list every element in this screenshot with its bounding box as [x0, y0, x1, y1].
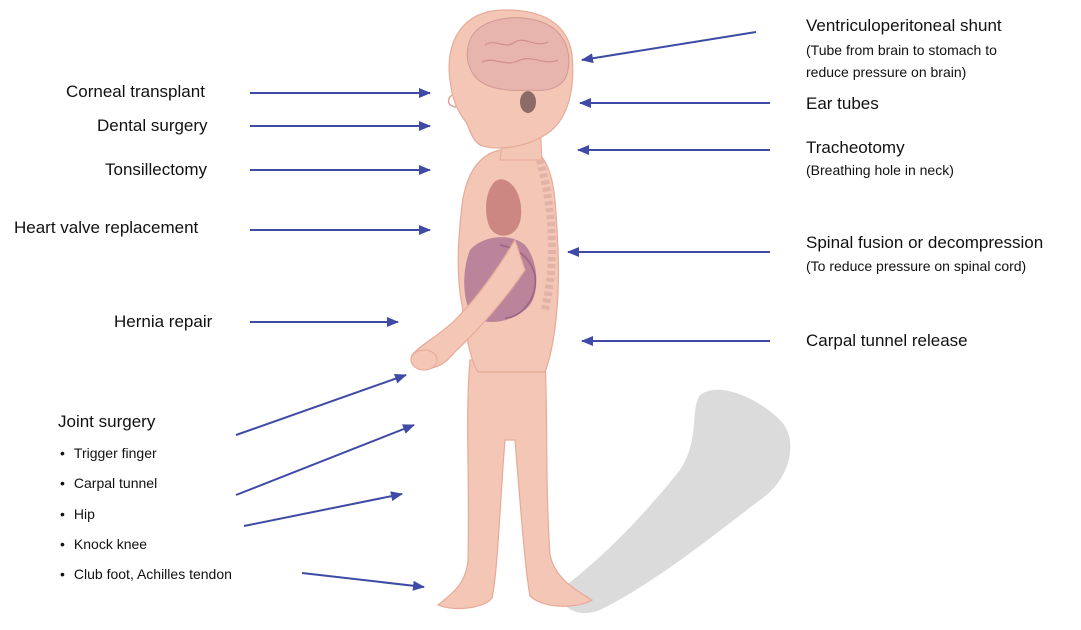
- legs: [438, 360, 592, 609]
- joint-item: Hip: [60, 505, 95, 523]
- label-corneal-transplant: Corneal transplant: [66, 82, 205, 102]
- label-dental-surgery: Dental surgery: [97, 116, 208, 136]
- arrow-joint-1: [236, 375, 406, 435]
- note-vp-shunt-2: reduce pressure on brain): [806, 62, 966, 82]
- arrow-joint-4: [302, 573, 424, 587]
- arrow-joint-3: [244, 494, 402, 526]
- hand: [411, 350, 437, 370]
- note-spinal-fusion: (To reduce pressure on spinal cord): [806, 256, 1026, 276]
- label-ear-tubes: Ear tubes: [806, 94, 879, 114]
- label-hernia-repair: Hernia repair: [114, 312, 212, 332]
- label-tracheotomy: Tracheotomy: [806, 138, 905, 158]
- label-carpal-tunnel-release: Carpal tunnel release: [806, 331, 968, 351]
- ear: [520, 91, 536, 113]
- label-heart-valve: Heart valve replacement: [14, 218, 198, 238]
- label-vp-shunt: Ventriculoperitoneal shunt: [806, 16, 1002, 36]
- label-joint-surgery: Joint surgery: [58, 412, 155, 432]
- note-vp-shunt-1: (Tube from brain to stomach to: [806, 40, 997, 60]
- brain: [467, 18, 569, 91]
- label-tonsillectomy: Tonsillectomy: [105, 160, 207, 180]
- arrow-joint-2: [236, 425, 414, 495]
- joint-item: Club foot, Achilles tendon: [60, 565, 232, 583]
- arrow-vp-shunt: [582, 32, 756, 60]
- child-figure: [411, 10, 592, 609]
- joint-item: Trigger finger: [60, 444, 157, 462]
- note-tracheotomy: (Breathing hole in neck): [806, 160, 954, 180]
- cast-shadow: [560, 390, 790, 613]
- joint-item: Carpal tunnel: [60, 474, 157, 492]
- label-spinal-fusion: Spinal fusion or decompression: [806, 233, 1043, 253]
- joint-item: Knock knee: [60, 535, 147, 553]
